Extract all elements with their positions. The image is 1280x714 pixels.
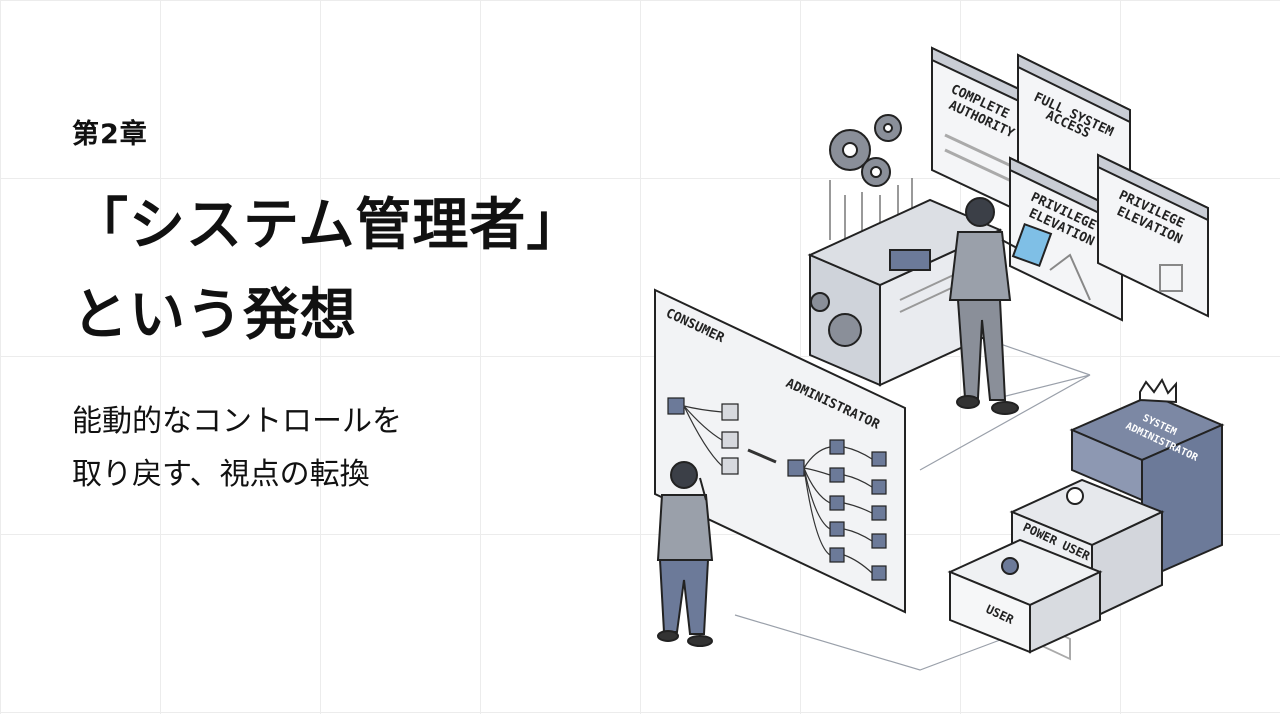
title-line-2: という発想 xyxy=(72,283,357,348)
power-user-icon xyxy=(1066,487,1084,505)
title-block: 第2章 「システム管理者」 という発想 能動的なコントロールを 取り戻す、視点の… xyxy=(72,112,672,501)
thinking-person-figure xyxy=(656,461,714,647)
consumer-admin-board: CONSUMER ADMINISTRATOR xyxy=(654,288,906,614)
title-line-1: 「システム管理者」 xyxy=(72,193,584,258)
subtitle-line-1: 能動的なコントロールを xyxy=(72,404,402,439)
gear-icon xyxy=(810,292,830,312)
tablet-icon xyxy=(1011,222,1053,268)
crown-icon xyxy=(1139,377,1177,404)
privilege-stairs xyxy=(947,377,1225,654)
subtitle-line-2: 取り戻す、視点の転換 xyxy=(72,457,370,492)
page-title: 「システム管理者」 という発想 xyxy=(72,181,672,361)
panel-complete-authority: COMPLETE AUTHORITY xyxy=(931,46,1039,222)
subtitle: 能動的なコントロールを 取り戻す、視点の転換 xyxy=(72,395,672,501)
isometric-illustration: COMPLETE AUTHORITY FULL SYSTEM ACCESS PR… xyxy=(654,46,1225,671)
gear-icon xyxy=(828,313,862,347)
flow-connectors xyxy=(683,405,873,574)
gear-icons-group xyxy=(829,114,902,187)
user-icon xyxy=(1001,557,1019,575)
flow-nodes xyxy=(667,397,887,581)
administrator-figure xyxy=(948,197,1053,415)
panel-privilege-elevation-2: PRIVILEGE ELEVATION xyxy=(1097,153,1209,318)
chapter-label: 第2章 xyxy=(72,119,148,150)
panel-privilege-elevation: PRIVILEGE ELEVATION xyxy=(1009,156,1123,322)
